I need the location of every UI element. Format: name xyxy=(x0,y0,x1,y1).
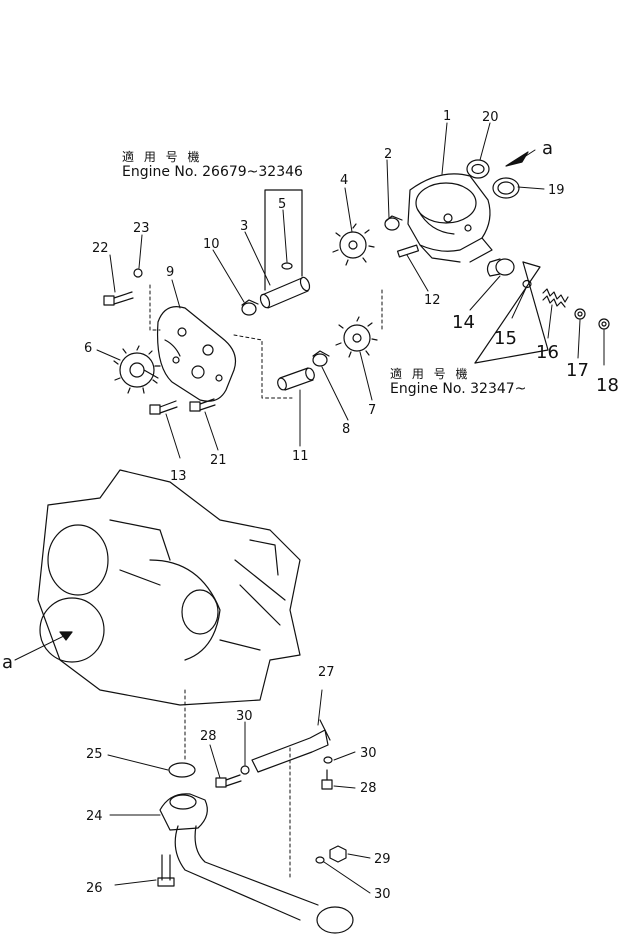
bolt-part-13 xyxy=(149,400,178,415)
applicability-bracket-late xyxy=(474,261,541,364)
pump-body-part xyxy=(407,173,493,263)
callout-13: 13 xyxy=(170,469,187,484)
arrow-a-left xyxy=(59,631,73,641)
bolt-part-26 xyxy=(157,854,175,887)
callout-25: 25 xyxy=(86,747,103,762)
callout-16: 16 xyxy=(536,342,559,363)
callout-30-bottom: 30 xyxy=(374,887,391,902)
callout-26: 26 xyxy=(86,881,103,896)
engine-block xyxy=(37,469,301,706)
callout-7: 7 xyxy=(368,403,376,418)
bushing-part-10 xyxy=(241,299,259,316)
gasket-part xyxy=(598,318,610,330)
callout-3: 3 xyxy=(240,219,248,234)
callout-21: 21 xyxy=(210,453,227,468)
pin-part xyxy=(396,244,420,258)
bolt-part-21 xyxy=(189,398,216,412)
washer-part xyxy=(522,279,532,289)
note-early-engine: Engine No. 26679~32346 xyxy=(122,164,303,180)
note-late-engine: Engine No. 32347~ xyxy=(390,381,527,397)
drive-gear-part xyxy=(332,223,375,266)
bushing-part-8 xyxy=(312,350,330,367)
leader-lines xyxy=(14,122,605,894)
callout-8: 8 xyxy=(342,422,350,437)
oil-seal-part xyxy=(466,159,490,179)
callout-19: 19 xyxy=(548,183,565,198)
applicability-note-early: 適 用 号 機 Engine No. 26679~32346 xyxy=(122,150,303,180)
strainer-pipe-part xyxy=(159,793,354,934)
callout-12: 12 xyxy=(424,293,441,308)
callout-27: 27 xyxy=(318,665,335,680)
note-late-jp: 適 用 号 機 xyxy=(390,367,471,381)
o-ring-part-25 xyxy=(168,762,196,778)
key-part xyxy=(281,262,293,270)
callout-labels-large: 14 15 16 17 18 a a xyxy=(2,138,619,673)
callout-30-right: 30 xyxy=(360,746,377,761)
callout-18: 18 xyxy=(596,375,619,396)
callout-28-right: 28 xyxy=(360,781,377,796)
shaft-part-11 xyxy=(277,367,315,391)
bushing-part xyxy=(384,215,403,231)
bolt-part-28b xyxy=(321,769,333,790)
washer-part-30c xyxy=(315,856,325,864)
pump-cover-part xyxy=(156,306,237,402)
callout-22: 22 xyxy=(92,241,109,256)
callout-24: 24 xyxy=(86,809,103,824)
spring-part xyxy=(542,288,569,308)
callout-4: 4 xyxy=(340,173,348,188)
callout-2: 2 xyxy=(384,147,392,162)
callout-17: 17 xyxy=(566,360,589,381)
callout-a-top: a xyxy=(542,138,553,159)
callout-a-left: a xyxy=(2,652,13,673)
driven-gear-part xyxy=(113,345,161,394)
assembly-lines xyxy=(149,284,383,881)
bolt-part-28 xyxy=(215,774,242,788)
valve-part xyxy=(486,258,515,277)
arrow-a-top xyxy=(505,151,529,167)
callout-28-left: 28 xyxy=(200,729,217,744)
washer-part-30 xyxy=(240,765,250,775)
callout-6: 6 xyxy=(84,341,92,356)
washer-part-23 xyxy=(133,268,143,278)
callout-20: 20 xyxy=(482,110,499,125)
bracket-part xyxy=(251,719,331,773)
washer-part-30b xyxy=(323,756,333,764)
applicability-bracket-late-side xyxy=(474,261,549,364)
callout-29: 29 xyxy=(374,852,391,867)
plug-part xyxy=(574,308,586,320)
shaft-part-3 xyxy=(259,276,311,309)
callout-9: 9 xyxy=(166,265,174,280)
callout-15: 15 xyxy=(494,328,517,349)
idler-gear-part xyxy=(335,316,378,358)
o-ring-part xyxy=(492,177,520,199)
callout-1: 1 xyxy=(443,109,451,124)
callout-labels: 1 2 3 4 5 6 7 8 9 10 11 12 13 22 23 21 2… xyxy=(84,109,565,902)
callout-5: 5 xyxy=(278,197,286,212)
callout-10: 10 xyxy=(203,237,220,252)
callout-11: 11 xyxy=(292,449,309,464)
applicability-note-late: 適 用 号 機 Engine No. 32347~ xyxy=(390,367,526,397)
callout-14: 14 xyxy=(452,312,475,333)
callout-30-top: 30 xyxy=(236,709,253,724)
note-early-jp: 適 用 号 機 xyxy=(122,150,203,164)
bolt-part-22 xyxy=(103,291,134,306)
nut-part xyxy=(329,845,347,863)
callout-23: 23 xyxy=(133,221,150,236)
